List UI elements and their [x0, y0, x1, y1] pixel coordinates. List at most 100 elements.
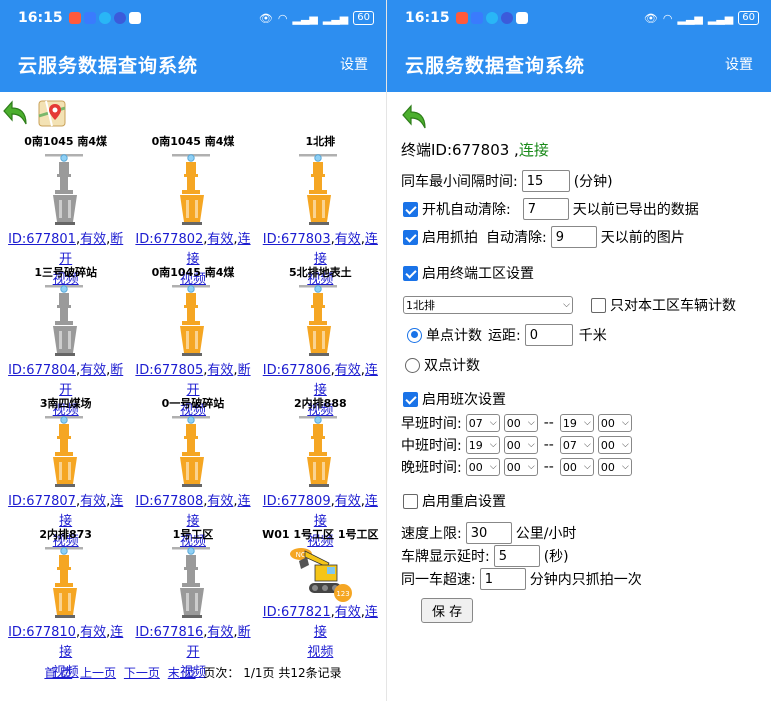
device-image[interactable] [43, 150, 89, 230]
device-valid-link[interactable]: 有效 [334, 363, 361, 378]
device-valid-link[interactable]: 有效 [334, 494, 361, 509]
device-id-link[interactable]: ID:677806 [262, 363, 331, 378]
device-id-link[interactable]: ID:677801 [8, 232, 76, 247]
device-image[interactable] [170, 543, 216, 623]
device-video-link[interactable]: 视频 [307, 272, 334, 287]
device-video-link[interactable]: 视频 [52, 403, 79, 418]
end-minute-select[interactable]: 00⌵ [597, 458, 632, 476]
start-hour-select[interactable]: 07⌵ [465, 414, 500, 432]
auto-clear-checkbox[interactable] [403, 201, 418, 217]
workzone-checkbox[interactable] [403, 265, 418, 281]
device-valid-link[interactable]: 有效 [207, 625, 234, 640]
device-video-link[interactable]: 视频 [307, 403, 334, 418]
device-video-link[interactable]: 视频 [179, 272, 206, 287]
end-hour-select[interactable]: 00⌵ [559, 458, 594, 476]
device-valid-link[interactable]: 有效 [80, 625, 107, 640]
device-video-link[interactable]: 视频 [179, 665, 206, 680]
device-video-link[interactable]: 视频 [179, 534, 206, 549]
select-value: 00 [506, 460, 521, 474]
overspeed-input[interactable] [479, 568, 526, 590]
double-point-radio[interactable] [405, 357, 420, 373]
device-image[interactable] [170, 412, 216, 492]
device-connection-link[interactable]: 连接 [313, 232, 378, 267]
prev-page-link[interactable]: 上一页 [80, 666, 117, 680]
device-id-link[interactable]: ID:677805 [135, 363, 204, 378]
device-image[interactable] [43, 543, 89, 623]
device-valid-link[interactable]: 有效 [80, 232, 107, 247]
min-interval-input[interactable] [521, 170, 570, 192]
back-arrow-icon[interactable] [401, 102, 431, 132]
device-image[interactable] [297, 150, 343, 230]
start-hour-select[interactable]: 19⌵ [465, 436, 500, 454]
next-page-link[interactable]: 下一页 [123, 666, 160, 680]
device-valid-link[interactable]: 有效 [80, 494, 107, 509]
settings-link[interactable]: 设置 [725, 57, 753, 73]
device-id-link[interactable]: ID:677807 [8, 494, 76, 509]
device-id-link[interactable]: ID:677821 [262, 605, 331, 620]
device-image[interactable] [170, 150, 216, 230]
auto-clear-input[interactable] [522, 198, 569, 220]
start-minute-select[interactable]: 00⌵ [503, 436, 538, 454]
device-connection-link[interactable]: 连接 [186, 494, 251, 529]
device-valid-link[interactable]: 有效 [334, 232, 361, 247]
device-id-link[interactable]: ID:677803 [262, 232, 331, 247]
settings-link[interactable]: 设置 [340, 57, 368, 73]
last-page-link[interactable]: 末 页 [167, 666, 196, 680]
device-connection-link[interactable]: 断开 [59, 232, 124, 267]
crane-icon [44, 416, 83, 487]
start-minute-select[interactable]: 00⌵ [503, 458, 538, 476]
speed-input[interactable] [465, 522, 512, 544]
device-valid-link[interactable]: 有效 [334, 605, 361, 620]
device-id-link[interactable]: ID:677816 [135, 625, 204, 640]
device-image[interactable] [43, 412, 89, 492]
device-connection-link[interactable]: 连接 [313, 605, 378, 640]
back-arrow-icon[interactable] [2, 98, 32, 128]
device-valid-link[interactable]: 有效 [207, 363, 234, 378]
start-minute-select[interactable]: 00⌵ [503, 414, 538, 432]
device-image[interactable] [297, 281, 343, 361]
device-connection-link[interactable]: 断开 [59, 363, 124, 398]
device-valid-link[interactable]: 有效 [207, 232, 234, 247]
device-connection-link[interactable]: 连接 [59, 494, 124, 529]
save-button[interactable]: 保 存 [421, 598, 474, 623]
device-image[interactable] [170, 281, 216, 361]
device-valid-link[interactable]: 有效 [80, 363, 107, 378]
device-connection-link[interactable]: 连接 [313, 363, 378, 398]
device-video-link[interactable]: 视频 [307, 534, 334, 549]
restart-checkbox[interactable] [403, 493, 418, 509]
only-zone-checkbox[interactable] [591, 297, 606, 313]
device-id-link[interactable]: ID:677809 [262, 494, 331, 509]
device-id-link[interactable]: ID:677802 [135, 232, 204, 247]
device-video-link[interactable]: 视频 [52, 665, 79, 680]
device-image[interactable] [297, 412, 343, 492]
device-id-link[interactable]: ID:677808 [135, 494, 204, 509]
capture-checkbox[interactable] [403, 229, 418, 245]
map-icon[interactable] [38, 98, 66, 128]
plate-delay-input[interactable] [493, 545, 540, 567]
device-video-link[interactable]: 视频 [52, 272, 79, 287]
first-page-link[interactable]: 首 页 [44, 666, 73, 680]
workzone-select[interactable]: 1北排 ⌵ [403, 296, 573, 314]
end-minute-select[interactable]: 00⌵ [597, 436, 632, 454]
device-image[interactable] [43, 281, 89, 361]
end-hour-select[interactable]: 07⌵ [559, 436, 594, 454]
device-connection-link[interactable]: 断开 [186, 625, 251, 660]
distance-input[interactable] [524, 324, 573, 346]
device-id-link[interactable]: ID:677810 [8, 625, 76, 640]
device-connection-link[interactable]: 连接 [59, 625, 124, 660]
end-hour-select[interactable]: 19⌵ [559, 414, 594, 432]
capture-clear-input[interactable] [550, 226, 597, 248]
single-point-radio[interactable] [407, 327, 422, 343]
device-connection-link[interactable]: 连接 [186, 232, 251, 267]
device-video-link[interactable]: 视频 [179, 403, 206, 418]
end-minute-select[interactable]: 00⌵ [597, 414, 632, 432]
device-valid-link[interactable]: 有效 [207, 494, 234, 509]
device-id-link[interactable]: ID:677804 [8, 363, 76, 378]
device-video-link[interactable]: 视频 [52, 534, 79, 549]
shift-checkbox[interactable] [403, 391, 418, 407]
start-hour-select[interactable]: 00⌵ [465, 458, 500, 476]
device-video-link[interactable]: 视频 [307, 645, 334, 660]
device-connection-link[interactable]: 断开 [186, 363, 251, 398]
device-connection-link[interactable]: 连接 [313, 494, 378, 529]
